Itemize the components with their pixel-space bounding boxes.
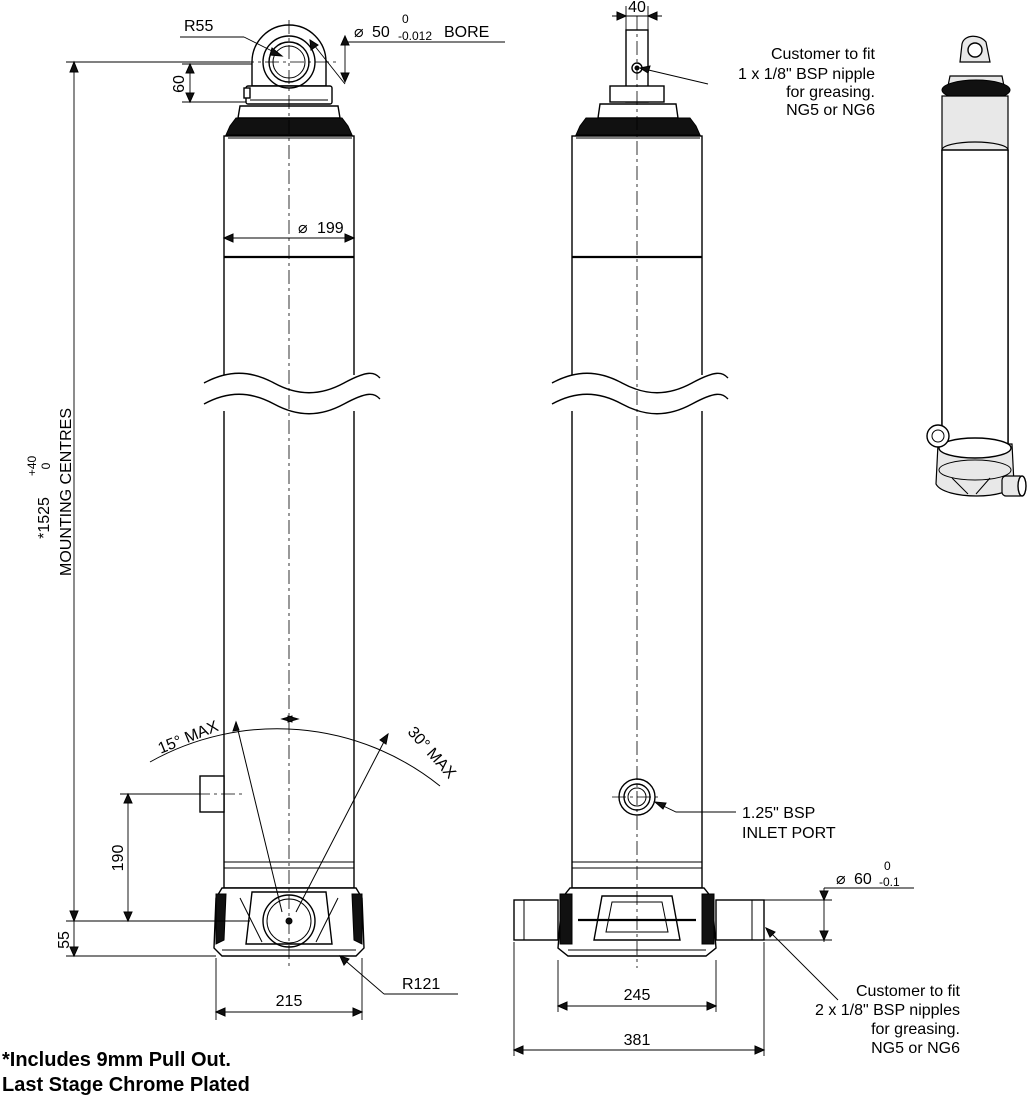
footnote: *Includes 9mm Pull Out. Last Stage Chrom… bbox=[2, 1048, 250, 1098]
front-body bbox=[199, 135, 381, 889]
trunnion-tol-upper: 0 bbox=[884, 859, 891, 873]
side-dimensions: 40 Customer to fit 1 x 1/8" BSP nipple f… bbox=[512, 0, 961, 1057]
isometric-view bbox=[926, 35, 1027, 497]
side-view bbox=[513, 16, 765, 968]
base-height-label: 55 bbox=[56, 931, 73, 949]
mounting-tol-lower: 0 bbox=[39, 462, 53, 469]
r121-label: R121 bbox=[402, 976, 440, 993]
top-note-line3: for greasing. bbox=[786, 84, 875, 101]
bottom-note-line2: 2 x 1/8" BSP nipples bbox=[815, 1002, 960, 1019]
mounting-value: *1525 bbox=[36, 497, 53, 539]
trunnion-dia-value: 60 bbox=[854, 871, 872, 888]
base-width-side-label: 245 bbox=[624, 987, 651, 1004]
trunnion-span-label: 381 bbox=[624, 1032, 651, 1049]
footnote-line2: Last Stage Chrome Plated bbox=[2, 1074, 250, 1096]
bore-label: BORE bbox=[444, 24, 489, 41]
bore-dia-value: 50 bbox=[372, 24, 390, 41]
inlet-port-line1: 1.25" BSP bbox=[742, 805, 815, 822]
side-base bbox=[513, 887, 765, 957]
top-note-line4: NG5 or NG6 bbox=[786, 102, 875, 119]
side-body bbox=[548, 135, 729, 889]
inlet-port-line2: INLET PORT bbox=[742, 825, 836, 842]
body-dia-value: 199 bbox=[317, 220, 344, 237]
port-height-label: 190 bbox=[110, 845, 127, 872]
eye-width-label: 40 bbox=[628, 0, 646, 16]
bore-dia-symbol: ⌀ bbox=[354, 24, 364, 41]
eye-height-label: 60 bbox=[171, 75, 188, 93]
trunnion-tol-lower: -0.1 bbox=[879, 875, 900, 889]
side-top-eye bbox=[575, 29, 701, 139]
r55-label: R55 bbox=[184, 18, 213, 35]
bore-tol-upper: 0 bbox=[402, 12, 409, 26]
base-width-front-label: 215 bbox=[276, 993, 303, 1010]
footnote-line1: *Includes 9mm Pull Out. bbox=[2, 1049, 231, 1071]
top-note-line1: Customer to fit bbox=[771, 46, 876, 63]
angle-left-label: 15° MAX bbox=[156, 718, 221, 758]
angle-right-label: 30° MAX bbox=[404, 724, 459, 783]
trunnion-dia-symbol: ⌀ bbox=[836, 871, 846, 888]
body-dia-symbol: ⌀ bbox=[298, 220, 308, 237]
front-view bbox=[149, 20, 441, 968]
mounting-tol-upper: +40 bbox=[25, 455, 39, 476]
bottom-note-line4: NG5 or NG6 bbox=[871, 1040, 960, 1057]
bottom-note-line1: Customer to fit bbox=[856, 983, 961, 1000]
bore-tol-lower: -0.012 bbox=[398, 29, 432, 43]
mounting-label: MOUNTING CENTRES bbox=[58, 408, 75, 576]
front-dimensions: R55 ⌀ 50 0 -0.012 BORE 60 ⌀ 199 MOUNTING… bbox=[25, 12, 505, 1020]
top-note-line2: 1 x 1/8" BSP nipple bbox=[738, 66, 875, 83]
bottom-note-line3: for greasing. bbox=[871, 1021, 960, 1038]
